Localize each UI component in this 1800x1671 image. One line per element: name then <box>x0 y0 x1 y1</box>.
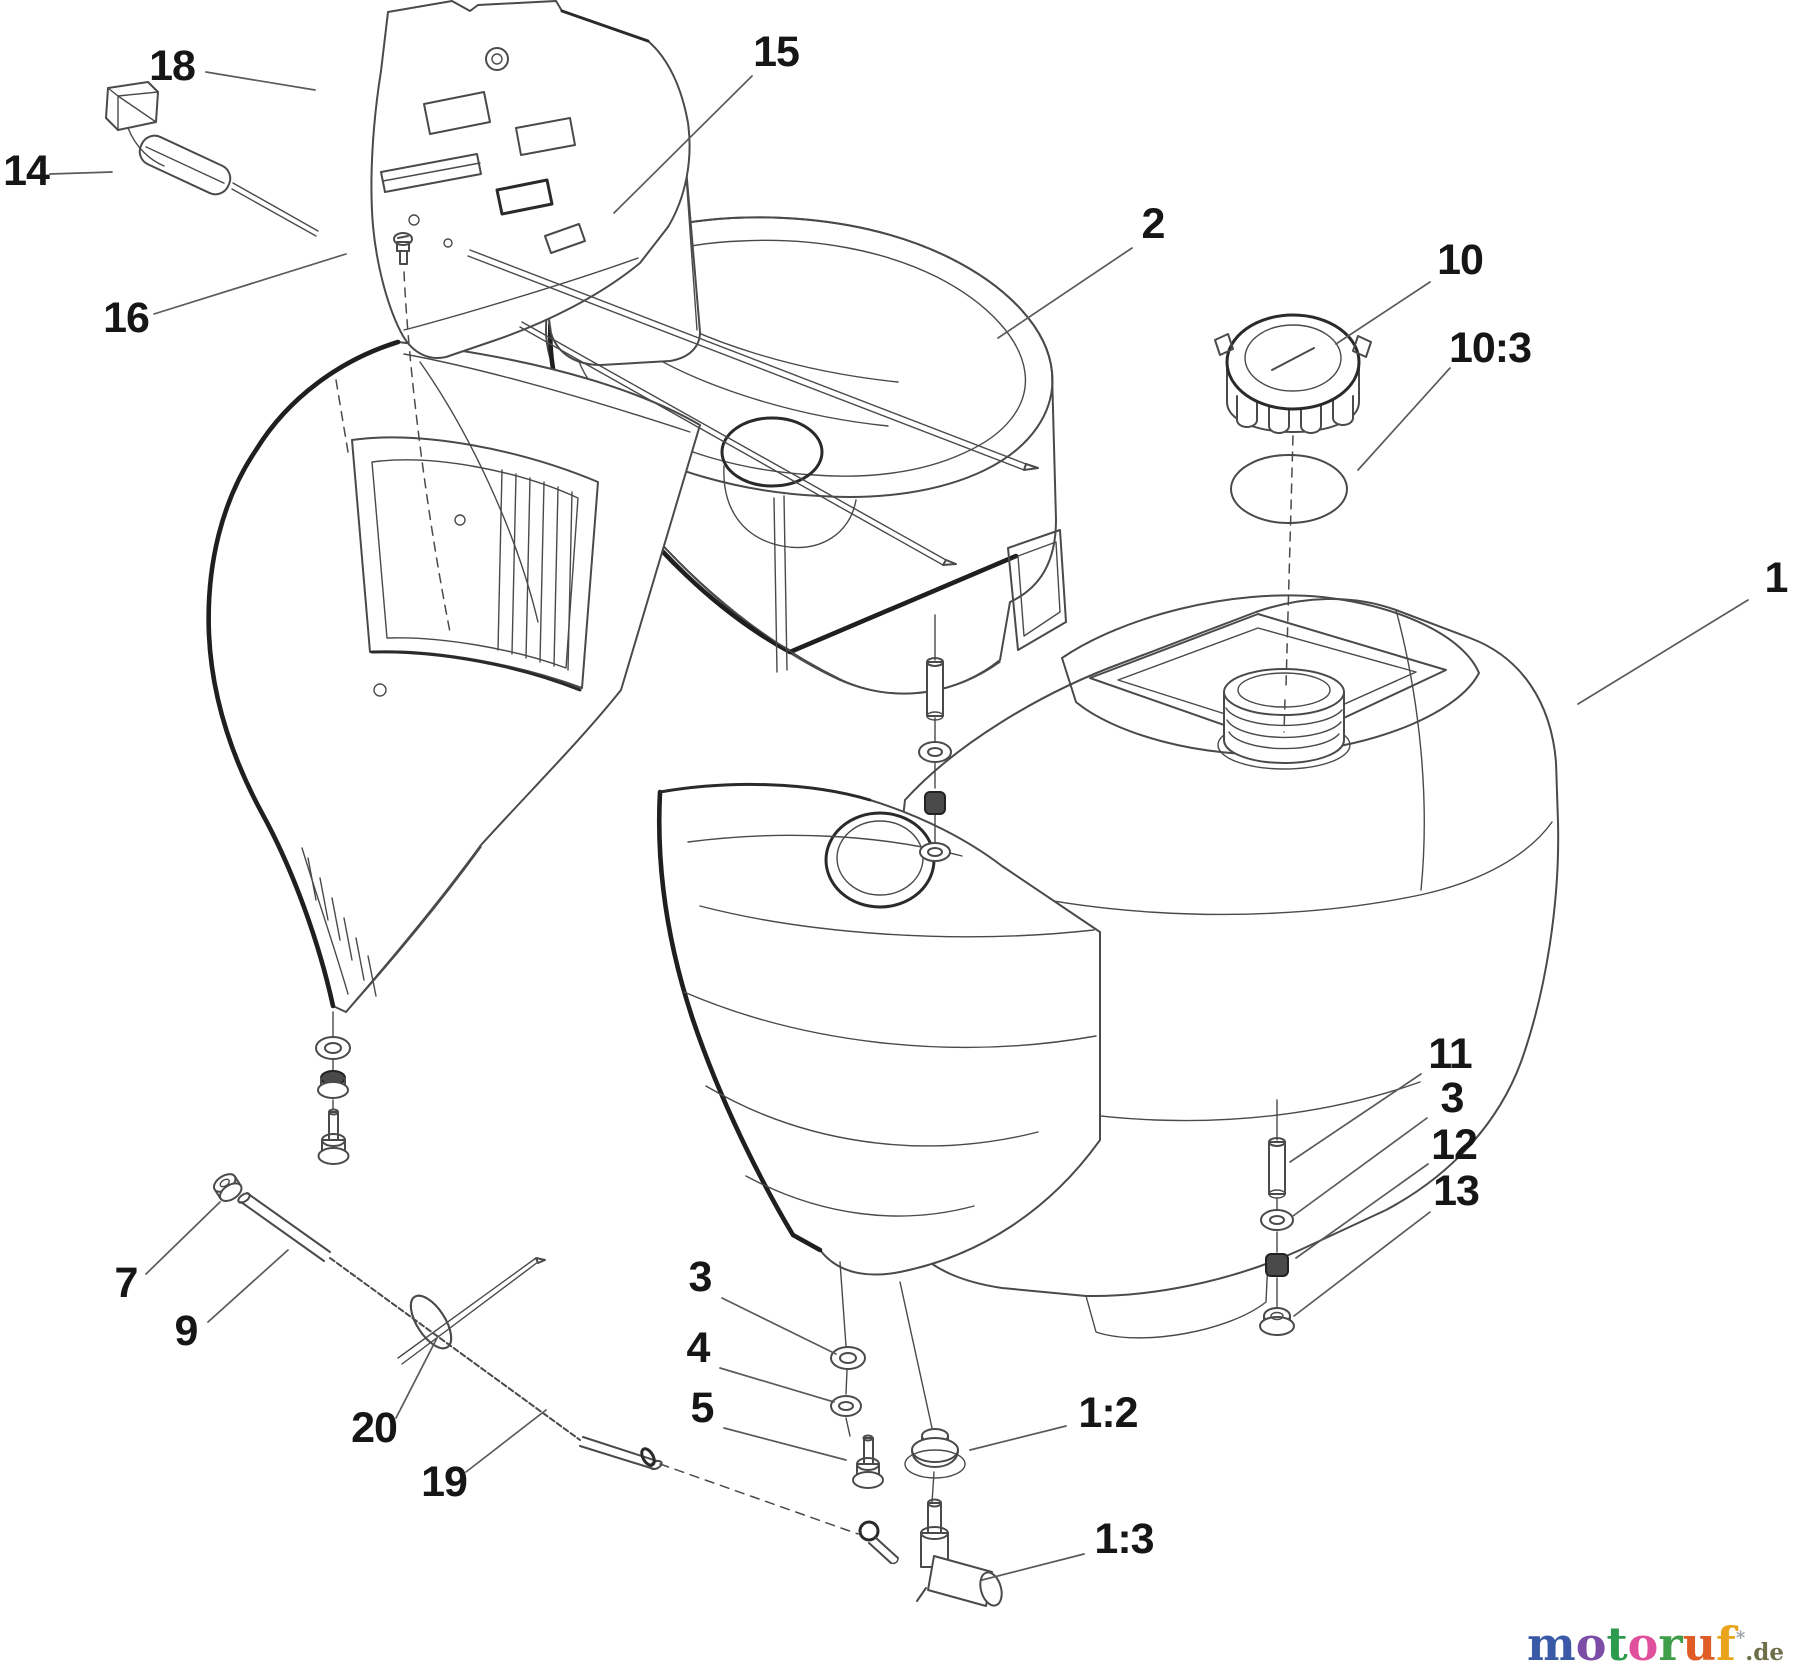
watermark-letter: o <box>1575 1617 1607 1671</box>
rod-19-end <box>579 1436 663 1471</box>
leader-line-20 <box>395 1335 439 1419</box>
fuel-valve-1-3 <box>916 1498 1003 1607</box>
leader-line-11 <box>1289 1073 1422 1163</box>
rod-19-pointed <box>397 1257 539 1365</box>
callout-7: 7 <box>115 1259 138 1307</box>
leader-line-12 <box>1295 1163 1429 1259</box>
callout-18: 18 <box>149 42 195 90</box>
callout-1: 1 <box>1765 554 1788 602</box>
leader-line-1 <box>1577 599 1749 705</box>
leader-line-1:3 <box>981 1553 1085 1581</box>
assembly-centerline-screw <box>403 271 451 633</box>
cap-brand-mark <box>1271 347 1315 371</box>
hardware-stack-tank-right <box>1259 1099 1295 1336</box>
leader-line-7 <box>145 1201 221 1275</box>
washer-3-center <box>830 1346 866 1370</box>
washer-4 <box>830 1395 862 1417</box>
leader-line-15 <box>613 75 753 214</box>
leader-line-2 <box>997 247 1133 339</box>
leader-line-5 <box>723 1427 847 1461</box>
callout-14: 14 <box>3 147 50 195</box>
callout-20: 20 <box>351 1404 397 1452</box>
clevis-pin <box>858 1520 899 1565</box>
callout-2: 2 <box>1142 200 1165 248</box>
control-rod-short <box>519 321 957 566</box>
hardware-stack-under-left-console <box>315 1011 351 1165</box>
leader-line-10:3 <box>1357 367 1451 471</box>
callout-3: 3 <box>689 1253 712 1301</box>
spacer-11 <box>1268 1137 1286 1199</box>
part-fuel-cap-10 <box>1214 313 1372 434</box>
part-tank-front-cowl <box>656 782 1101 1276</box>
callout-3: 3 <box>1441 1074 1464 1122</box>
leader-line-13 <box>1293 1211 1431 1317</box>
part-mounting-plate-18 <box>370 0 691 359</box>
callout-16: 16 <box>103 294 149 342</box>
spring-20 <box>329 1257 581 1441</box>
part-console-left <box>206 339 701 1013</box>
grommet-1-2 <box>904 1428 966 1479</box>
leader-line-1:2 <box>969 1425 1067 1451</box>
callout-15: 15 <box>753 28 799 76</box>
hardware-stack-under-console <box>918 614 952 862</box>
watermark-letter: f <box>1716 1617 1736 1671</box>
washer-3-right <box>1260 1209 1294 1231</box>
part-fuel-lever-14 <box>105 81 319 237</box>
callout-9: 9 <box>175 1307 198 1355</box>
tank-filler-neck <box>1217 668 1351 770</box>
watermark-letter: m <box>1527 1617 1576 1671</box>
leader-line-3 <box>1292 1117 1428 1217</box>
watermark-motoruf: motoruf*.de <box>1527 1621 1784 1667</box>
watermark-suffix: .de <box>1745 1639 1784 1666</box>
leader-line-19 <box>465 1409 547 1473</box>
callout-12: 12 <box>1431 1121 1477 1169</box>
screw-16 <box>393 232 413 265</box>
leader-line-9 <box>207 1249 289 1323</box>
rod-spring-assembly <box>212 1173 663 1471</box>
control-rod-long <box>467 249 1039 471</box>
watermark-letter: u <box>1682 1617 1717 1671</box>
watermark-asterisk: * <box>1735 1627 1746 1649</box>
watermark-letter: t <box>1606 1617 1628 1671</box>
nut-7 <box>212 1173 243 1202</box>
leader-line-4 <box>719 1367 835 1403</box>
hardware-stack-bottom-center <box>659 1261 1003 1607</box>
callout-1:3: 1:3 <box>1094 1515 1153 1563</box>
o-ring-10-3 <box>1230 454 1348 524</box>
rod-9 <box>237 1192 331 1262</box>
leader-line-3 <box>721 1297 837 1355</box>
leader-line-14 <box>49 171 113 175</box>
callout-4: 4 <box>687 1324 711 1372</box>
bushing-12 <box>1265 1253 1289 1277</box>
flange-nut-13 <box>1259 1307 1295 1336</box>
bolt-5 <box>852 1434 884 1489</box>
leader-line-10 <box>1335 281 1431 345</box>
callout-19: 19 <box>421 1458 467 1506</box>
leader-line-18 <box>205 71 316 91</box>
watermark-letter: r <box>1658 1617 1683 1671</box>
callout-13: 13 <box>1433 1167 1479 1215</box>
leader-line-16 <box>153 253 347 315</box>
callout-10:3: 10:3 <box>1449 324 1531 372</box>
callout-10: 10 <box>1437 236 1483 284</box>
assembly-centerline-plate <box>335 379 349 453</box>
console-cup-recess <box>720 416 824 488</box>
callout-5: 5 <box>691 1384 714 1432</box>
callout-1:2: 1:2 <box>1078 1389 1137 1437</box>
watermark-letter: o <box>1627 1617 1659 1671</box>
assembly-centerline-cap <box>1283 435 1294 733</box>
spring-retainer-ring <box>409 1294 453 1350</box>
callout-11: 11 <box>1428 1030 1472 1078</box>
